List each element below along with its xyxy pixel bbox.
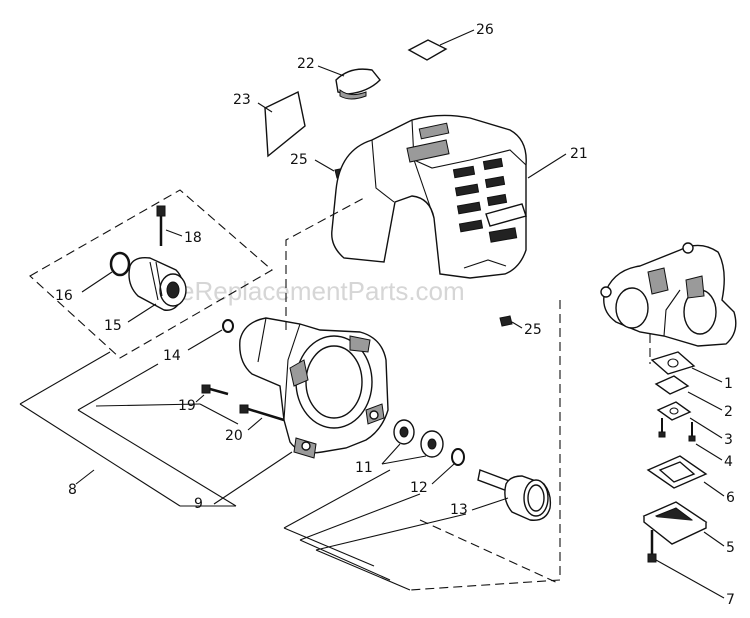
label-15: 15: [104, 318, 122, 334]
label-9: 9: [194, 496, 203, 512]
label-25-upper: 25: [290, 152, 308, 168]
part-7-bolt[interactable]: [647, 530, 657, 563]
label-25-lower: 25: [524, 322, 542, 338]
dashed-leader-crankcase: [409, 300, 561, 591]
label-13: 13: [450, 502, 468, 518]
label-7: 7: [726, 592, 735, 608]
label-1: 1: [724, 376, 733, 392]
label-11: 11: [355, 460, 373, 476]
watermark-text: eReplacementParts.com: [180, 276, 465, 306]
label-21: 21: [570, 146, 588, 162]
part-23-decal[interactable]: [264, 90, 306, 158]
label-22: 22: [297, 56, 315, 72]
part-18-screw[interactable]: [156, 205, 166, 246]
part-19-screw[interactable]: [201, 384, 229, 396]
label-4: 4: [724, 454, 733, 470]
part-5-insulator[interactable]: [642, 501, 708, 545]
label-8: 8: [68, 482, 77, 498]
part-22-cap[interactable]: [335, 68, 381, 100]
label-6: 6: [726, 490, 735, 506]
label-16: 16: [55, 288, 73, 304]
part-12-snap-ring[interactable]: [451, 448, 465, 466]
part-14-o-ring[interactable]: [222, 319, 234, 333]
label-18: 18: [184, 230, 202, 246]
label-2: 2: [724, 404, 733, 420]
part-crankcase[interactable]: [600, 242, 737, 347]
part-20-bolt[interactable]: [239, 404, 285, 422]
label-23: 23: [233, 92, 251, 108]
part-1-gasket[interactable]: [650, 351, 696, 375]
label-14: 14: [163, 348, 181, 364]
dashed-leader-cover: [285, 197, 365, 330]
part-15-clutch-housing[interactable]: [128, 256, 187, 311]
subassembly-frame-15-16-18: [29, 189, 273, 359]
part-11-bearings[interactable]: [393, 419, 444, 458]
part-26-decal[interactable]: [407, 39, 448, 61]
part-3-reed-stopper[interactable]: [656, 401, 692, 421]
part-9-fan-housing[interactable]: [239, 317, 389, 459]
part-2-reed-valve[interactable]: [654, 375, 690, 395]
label-5: 5: [726, 540, 735, 556]
part-21-engine-cover[interactable]: [331, 114, 527, 279]
label-3: 3: [724, 432, 733, 448]
label-12: 12: [410, 480, 428, 496]
part-16-snap-ring[interactable]: [109, 251, 131, 277]
part-25-screw-lower[interactable]: [499, 315, 513, 327]
label-20: 20: [225, 428, 243, 444]
part-13-clutch-drum[interactable]: [477, 469, 552, 521]
part-4-screws[interactable]: [658, 418, 696, 442]
label-26: 26: [476, 22, 494, 38]
label-19: 19: [178, 398, 196, 414]
part-6-insulator-gasket[interactable]: [646, 455, 708, 489]
